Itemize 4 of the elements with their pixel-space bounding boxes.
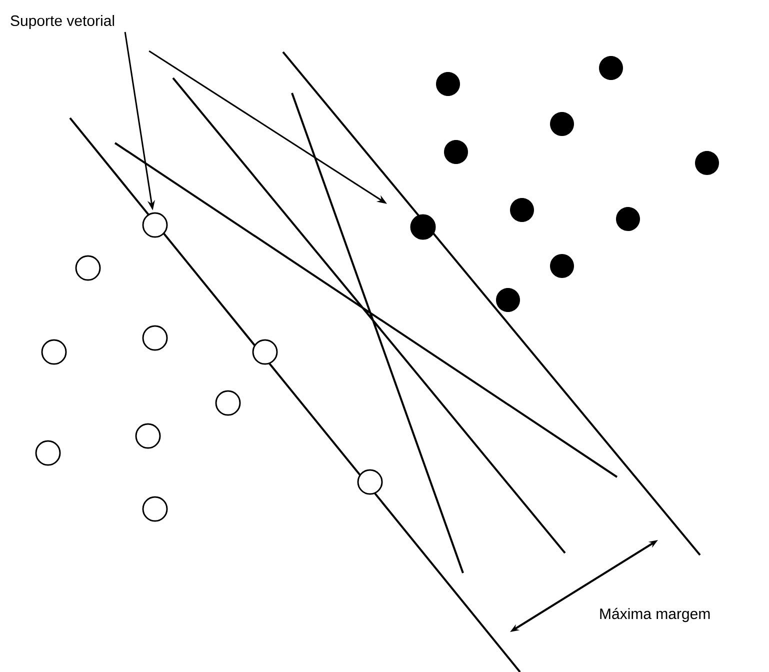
callout-text: Suporte vetorial [10,15,114,29]
dimension-label: Máxima margem [600,608,710,622]
data-point [410,214,436,240]
data-point [142,212,168,238]
